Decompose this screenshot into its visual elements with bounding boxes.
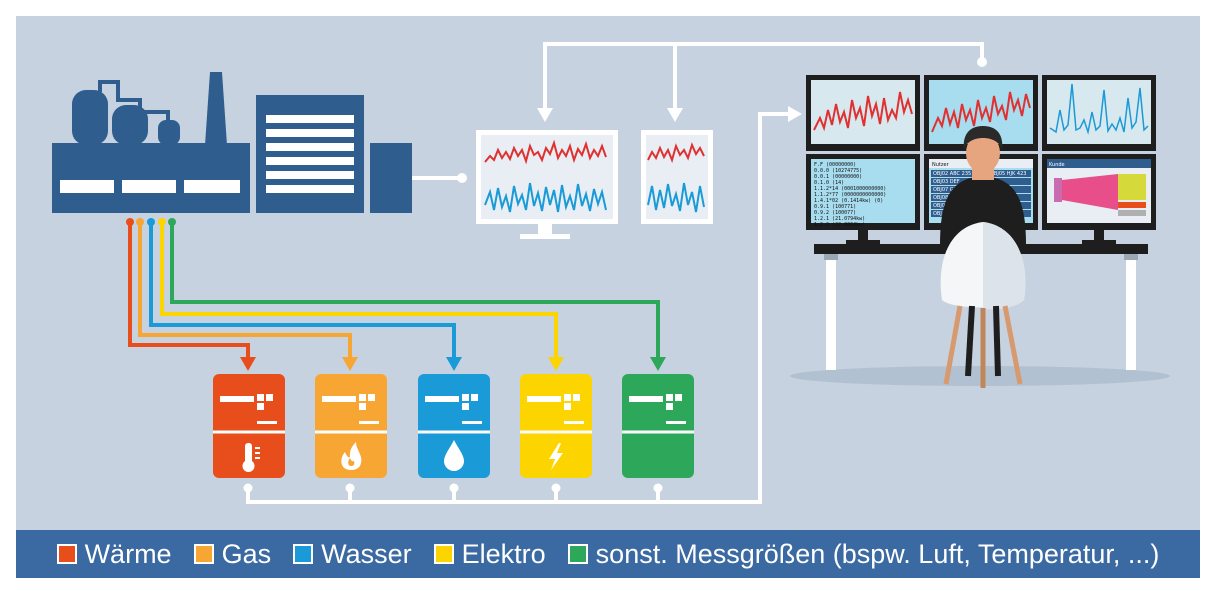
factory-to-monitor-connector — [412, 173, 467, 183]
terminal-line: 0.0.0 (10274775) — [814, 168, 862, 174]
factory — [52, 72, 412, 213]
meter-power — [520, 374, 592, 478]
pipe-endpoints — [126, 218, 666, 371]
droplet-icon — [444, 440, 464, 471]
feedback-connector — [537, 42, 987, 122]
meter-water — [418, 374, 490, 478]
legend-swatch-gas — [193, 544, 214, 564]
meter-gas — [315, 374, 387, 478]
office-chair — [940, 222, 1026, 388]
factory-windows — [60, 115, 354, 193]
legend-label: Gas — [221, 538, 272, 569]
terminal-line: 0.0.1 (00000000) — [814, 174, 862, 180]
legend-swatch-power — [433, 544, 454, 564]
legend-label: Wasser — [321, 538, 412, 569]
legend-item-power: Elektro — [433, 538, 546, 570]
monitor-large — [476, 130, 618, 239]
meter-bus-connector — [243, 106, 802, 504]
table-row: OBJ03 DEF — [933, 179, 960, 185]
legend-item-gas: Gas — [193, 538, 272, 570]
legend-label: sonst. Messgrößen (bspw. Luft, Temperatu… — [595, 538, 1160, 569]
legend: Wärme Gas Wasser Elektro sonst. Messgröß… — [16, 530, 1200, 578]
meter-pipes — [128, 222, 660, 362]
meter-heat — [213, 374, 285, 478]
lightning-icon — [549, 443, 563, 470]
legend-swatch-other — [567, 544, 588, 564]
legend-item-other: sonst. Messgrößen (bspw. Luft, Temperatu… — [567, 538, 1160, 570]
terminal-line: 1.2.2 (22.0004kw) — [814, 222, 865, 228]
table-row: OBJ — [933, 211, 942, 217]
thermometer-icon — [242, 443, 260, 472]
legend-item-heat: Wärme — [56, 538, 172, 570]
legend-label: Wärme — [84, 538, 172, 569]
terminal-line: 0.9.1 (100771) — [814, 204, 856, 210]
terminal-line: F.F (00000000) — [814, 162, 856, 168]
flame-icon — [341, 442, 362, 470]
table-row: OBJ07 GHI — [933, 187, 959, 193]
table-header: Nutzer — [932, 162, 950, 168]
floor-shadow — [790, 366, 1170, 386]
legend-swatch-heat — [56, 544, 77, 564]
sankey-header: Kunde — [1049, 162, 1065, 168]
legend-swatch-water — [293, 544, 314, 564]
terminal-line: 1.1.2*77 (0000000000000) — [814, 192, 886, 198]
terminal-line: 1.2.1 (21.0794kw) — [814, 216, 865, 222]
terminal-screen-text: F.F (00000000) 0.0.0 (10274775) 0.0.1 (0… — [814, 162, 886, 228]
terminal-line: 0.9.2 (100077) — [814, 210, 856, 216]
terminal-line: 1.1.2*14 (0001000000000) — [814, 186, 886, 192]
table-row: OBJ02 ABC 235 — [933, 171, 971, 177]
table-row: OBJ09 — [933, 203, 948, 209]
table-row: OBJ05 HJK 423 — [990, 171, 1026, 177]
meter-other — [622, 374, 694, 478]
legend-label: Elektro — [461, 538, 546, 569]
person-at-desk — [940, 126, 1026, 245]
monitor-small — [641, 130, 713, 224]
table-row: OBJ08 — [933, 195, 948, 201]
terminal-line: 1.4.1*02 (0.1414kw) (0) — [814, 198, 883, 204]
legend-item-water: Wasser — [293, 539, 412, 570]
terminal-line: 0.1.0 (14) — [814, 180, 844, 186]
